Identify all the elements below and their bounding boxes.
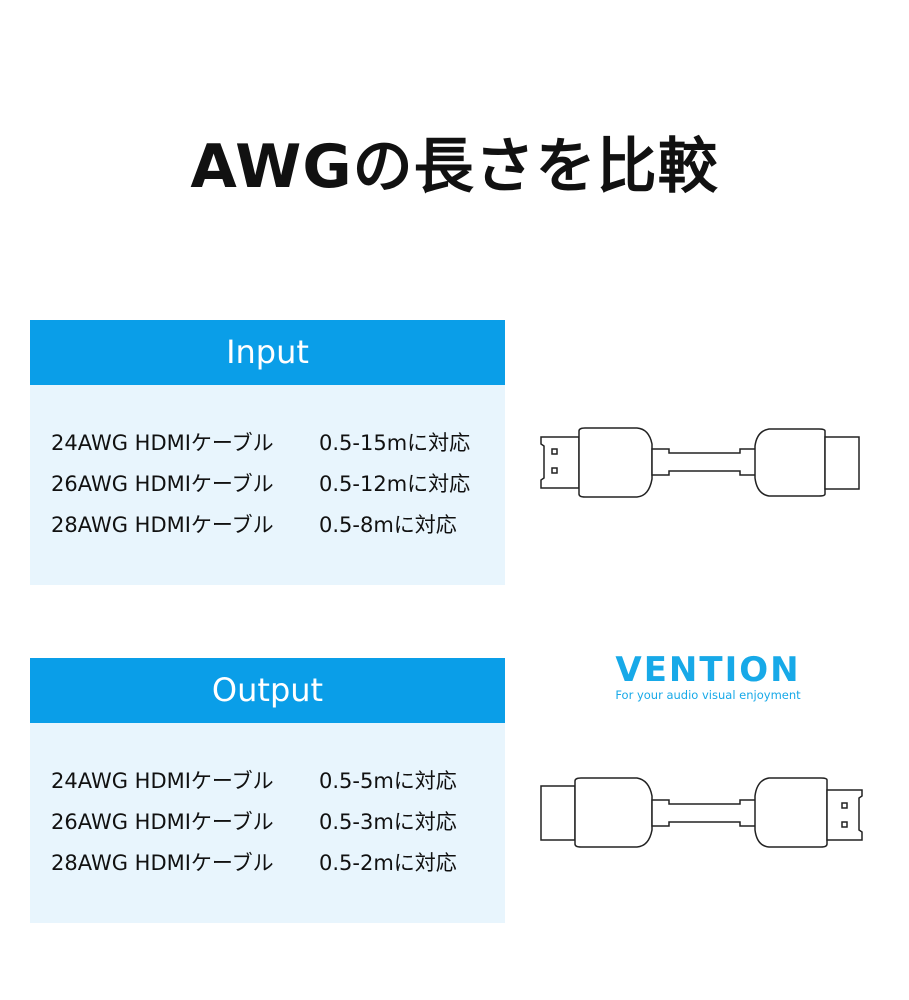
cable-name: 26AWG HDMIケーブル <box>51 472 274 496</box>
vention-logo: VENTION For your audio visual enjoyment <box>597 652 819 702</box>
logo-brand: VENTION <box>615 650 801 690</box>
hdmi-cable-icon <box>540 427 860 498</box>
output-panel: Output 24AWG HDMIケーブル 0.5-5mに対応 26AWG HDM… <box>30 658 505 923</box>
cable-name: 28AWG HDMIケーブル <box>51 513 274 537</box>
input-header: Input <box>30 320 505 385</box>
cable-length: 0.5-8mに対応 <box>319 513 457 537</box>
list-item: 24AWG HDMIケーブル 0.5-5mに対応 <box>30 761 505 802</box>
output-list: 24AWG HDMIケーブル 0.5-5mに対応 26AWG HDMIケーブル 0.… <box>30 723 505 923</box>
list-item: 24AWG HDMIケーブル 0.5-15mに対応 <box>30 423 505 464</box>
input-panel: Input 24AWG HDMIケーブル 0.5-15mに対応 26AWG HDM… <box>30 320 505 585</box>
list-item: 28AWG HDMIケーブル 0.5-2mに対応 <box>30 843 505 884</box>
cable-name: 24AWG HDMIケーブル <box>51 769 274 793</box>
list-item: 28AWG HDMIケーブル 0.5-8mに対応 <box>30 505 505 546</box>
input-list: 24AWG HDMIケーブル 0.5-15mに対応 26AWG HDMIケーブル 0… <box>30 385 505 585</box>
page-title: AWGの長さを比較 <box>190 132 719 202</box>
list-item: 26AWG HDMIケーブル 0.5-12mに対応 <box>30 464 505 505</box>
output-header: Output <box>30 658 505 723</box>
cable-length: 0.5-12mに対応 <box>319 472 471 496</box>
cable-name: 24AWG HDMIケーブル <box>51 431 274 455</box>
cable-name: 26AWG HDMIケーブル <box>51 810 274 834</box>
cable-length: 0.5-5mに対応 <box>319 769 457 793</box>
cable-length: 0.5-15mに対応 <box>319 431 471 455</box>
cable-name: 28AWG HDMIケーブル <box>51 851 274 875</box>
hdmi-cable-icon <box>540 777 863 848</box>
list-item: 26AWG HDMIケーブル 0.5-3mに対応 <box>30 802 505 843</box>
cable-length: 0.5-2mに対応 <box>319 851 457 875</box>
logo-tagline: For your audio visual enjoyment <box>615 688 801 702</box>
cable-length: 0.5-3mに対応 <box>319 810 457 834</box>
